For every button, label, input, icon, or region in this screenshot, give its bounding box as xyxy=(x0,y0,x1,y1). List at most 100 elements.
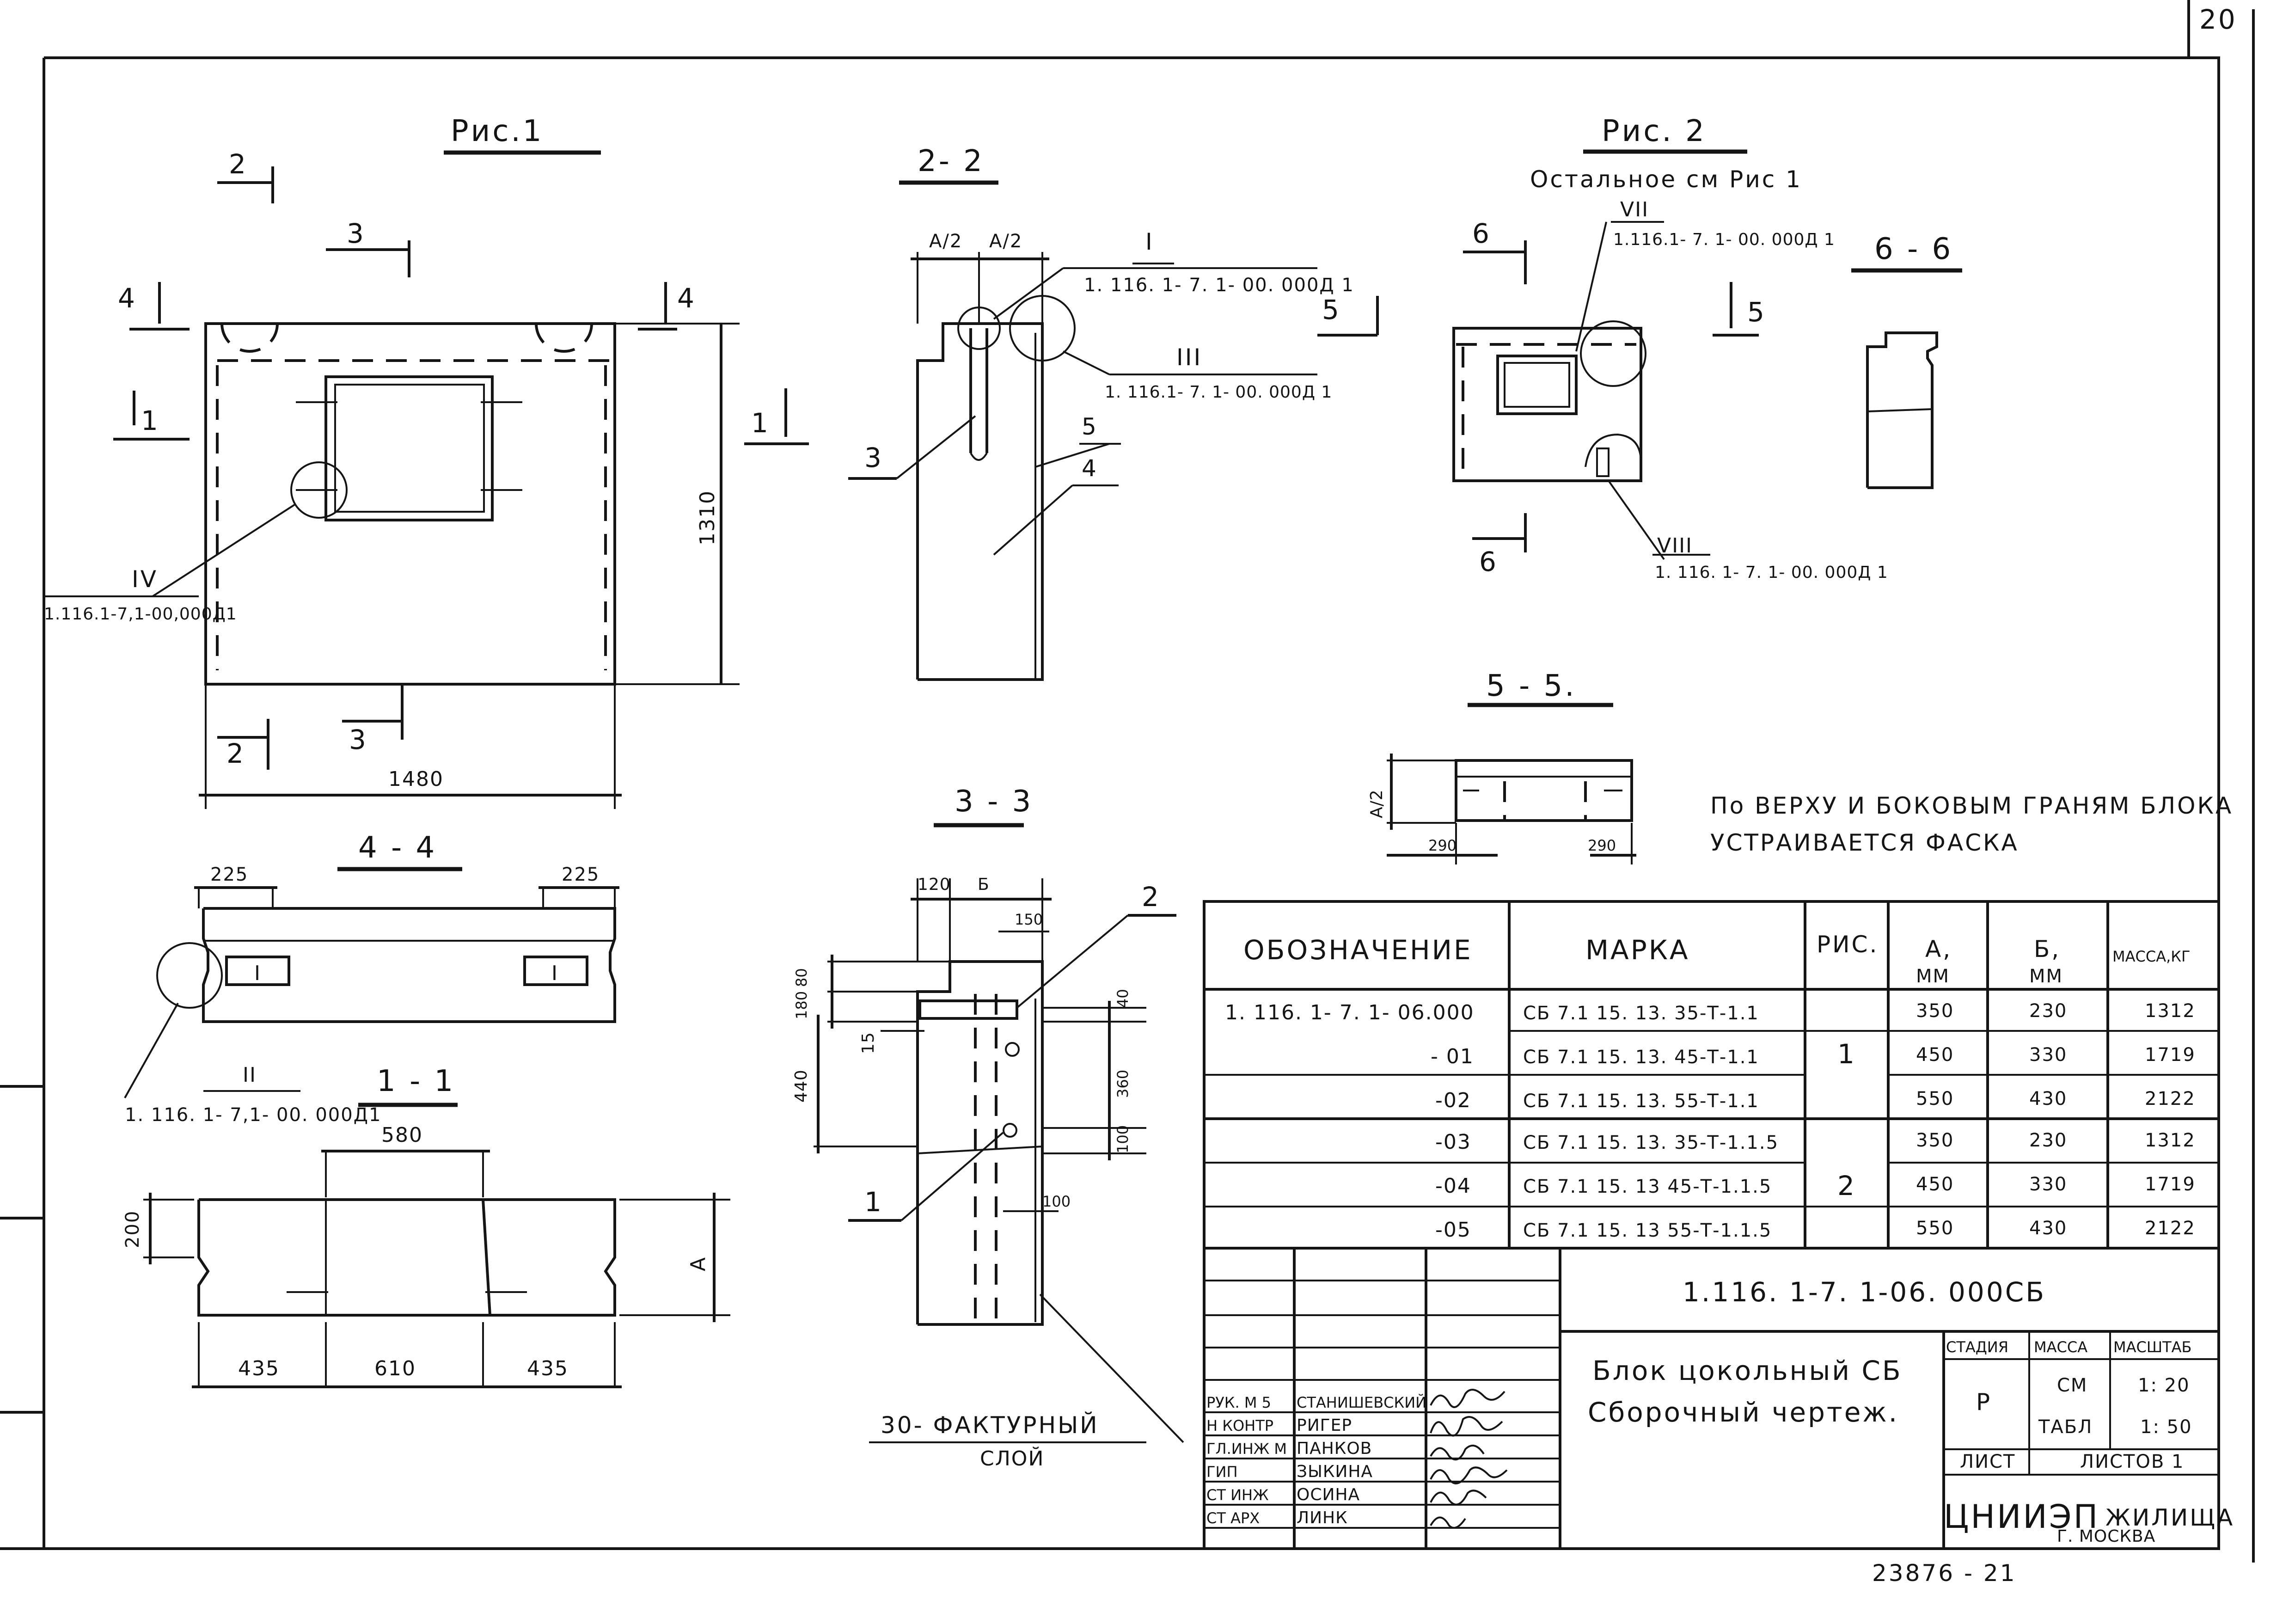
scale-header: МАСШТАБ xyxy=(2113,1338,2191,1356)
section-6-6-title: 6 - 6 xyxy=(1874,232,1953,266)
sig-name-3: ПАНКОВ xyxy=(1297,1439,1372,1458)
sig-role-1: РУК. М 5 xyxy=(1206,1394,1271,1411)
section-3-3-title: 3 - 3 xyxy=(955,784,1033,819)
row-1-mass: 1312 xyxy=(2145,1000,2196,1022)
s11-dim-435-left: 435 xyxy=(238,1357,280,1380)
s33-part-1: 1 xyxy=(864,1186,883,1218)
s11-dim-435-right: 435 xyxy=(527,1357,569,1380)
row-2-mass: 1719 xyxy=(2145,1044,2196,1066)
row-3-b: 430 xyxy=(2029,1088,2067,1109)
mass-value-2: ТАБЛ xyxy=(2038,1416,2093,1438)
stage-value: Р xyxy=(1976,1389,1992,1416)
node-vii-ref: 1.116.1- 7. 1- 00. 000Д 1 xyxy=(1613,230,1835,249)
s33-dim-100-a: 100 xyxy=(1114,1125,1132,1153)
s33-dim-360: 360 xyxy=(1114,1070,1132,1098)
cut-mark-6-bottom: 6 xyxy=(1479,546,1498,577)
node-iv-ref: 1.116.1-7,1-00,000Д1 xyxy=(44,605,237,624)
row-1-b: 230 xyxy=(2029,1000,2067,1022)
fig1-view: Рис.1 IV 1.116.1-7,1-00,000Д1 1310 1480 xyxy=(44,114,740,809)
row-4-a: 350 xyxy=(1916,1130,1954,1151)
sig-name-2: РИГЕР xyxy=(1297,1416,1352,1435)
col-header-designation: ОБОЗНАЧЕНИЕ xyxy=(1243,934,1473,966)
org-city: Г. МОСКВА xyxy=(2057,1527,2155,1546)
node-iii-ref: 1. 116.1- 7. 1- 00. 000Д 1 xyxy=(1105,383,1332,402)
row-3-mark: СБ 7.1 15. 13. 55-Т-1.1 xyxy=(1523,1091,1759,1112)
org-suffix: ЖИЛИЩА xyxy=(2105,1504,2234,1531)
node-vii-label: VII xyxy=(1620,198,1649,221)
section-3-3: 3 - 3 120 Б 150 80 180 440 15 xyxy=(792,784,1184,1471)
row-1-designation: 1. 116. 1- 7. 1- 06.000 xyxy=(1225,1001,1475,1024)
row-2-designation: - 01 xyxy=(1431,1045,1474,1068)
row-5-mass: 1719 xyxy=(2145,1174,2196,1195)
title-line-2: Сборочный чертеж. xyxy=(1588,1397,1899,1428)
section-4-4: 4 - 4 I I 225 225 II 1. 116. 1- 7,1- 00.… xyxy=(124,831,619,1126)
s33-dim-15: 15 xyxy=(859,1032,878,1054)
s33-dim-150: 150 xyxy=(1015,911,1043,928)
stage-header: СТАДИЯ xyxy=(1946,1338,2008,1356)
s11-dim-a: A xyxy=(686,1256,710,1271)
col-header-mark: МАРКА xyxy=(1585,934,1690,966)
s33-dim-b: Б xyxy=(978,875,990,894)
s33-dim-120: 120 xyxy=(918,875,951,894)
cut-mark-5-right: 5 xyxy=(1747,296,1766,328)
section-4-4-title: 4 - 4 xyxy=(358,831,437,865)
chamfer-note-line-2: УСТРАИВАЕТСЯ ФАСКА xyxy=(1710,829,2019,856)
face-layer-note: 30- ФАКТУРНЫЙ xyxy=(881,1411,1099,1439)
col-header-mass: МАССА,КГ xyxy=(2112,948,2190,965)
s33-dim-440: 440 xyxy=(792,1069,811,1103)
sig-name-1: СТАНИШЕВСКИЙ xyxy=(1297,1394,1426,1411)
col-header-b-unit: ММ xyxy=(2029,966,2063,987)
mass-value-1: СМ xyxy=(2057,1375,2087,1396)
row-3-a: 550 xyxy=(1916,1088,1954,1109)
bottom-number: 23876 - 21 xyxy=(1872,1560,2017,1587)
row-6-mark: СБ 7.1 15. 13 55-Т-1.1.5 xyxy=(1523,1220,1772,1241)
section-2-2: 2- 2 A/2 A/2 I 1. 116. 1- 7. 1- 00. 000Д… xyxy=(744,144,1379,681)
node-viii-ref: 1. 116. 1- 7. 1- 00. 000Д 1 xyxy=(1655,563,1888,582)
section-5-5: 5 - 5. A/2 290 290 xyxy=(1367,669,1636,864)
row-6-b: 430 xyxy=(2029,1218,2067,1239)
chamfer-note-line-1: По ВЕРХУ И БОКОВЫМ ГРАНЯМ БЛОКА xyxy=(1710,792,2233,819)
row-6-a: 550 xyxy=(1916,1218,1954,1239)
cut-mark-3-top: 3 xyxy=(347,218,366,249)
node-viii-label: VIII xyxy=(1657,534,1693,558)
s44-mark-right: I xyxy=(551,962,558,985)
fig-group-2: 2 xyxy=(1837,1170,1856,1201)
face-layer-note-2: СЛОЙ xyxy=(980,1446,1044,1471)
section-5-5-title: 5 - 5. xyxy=(1486,669,1577,703)
cut-mark-2-bottom: 2 xyxy=(226,738,245,769)
section-1-1: 1 - 1 580 200 A 435 610 435 xyxy=(122,1064,730,1388)
row-6-designation: -05 xyxy=(1435,1218,1471,1242)
fig1-height-dim: 1310 xyxy=(696,490,719,545)
sheet-label: ЛИСТ xyxy=(1960,1451,2015,1472)
s55-dim-a2: A/2 xyxy=(1367,789,1386,818)
cut-mark-6-top: 6 xyxy=(1472,218,1491,249)
cut-mark-5-left: 5 xyxy=(1322,294,1341,325)
node-i-ref: 1. 116. 1- 7. 1- 00. 000Д 1 xyxy=(1084,275,1354,296)
sig-role-2: Н КОНТР xyxy=(1206,1417,1273,1434)
row-1-a: 350 xyxy=(1916,1000,1954,1022)
node-iii-label: III xyxy=(1176,344,1202,371)
cut-mark-4-left: 4 xyxy=(118,282,137,314)
cut-mark-2-top: 2 xyxy=(229,148,248,180)
row-2-mark: СБ 7.1 15. 13. 45-Т-1.1 xyxy=(1523,1047,1759,1068)
s22-a2-right: A/2 xyxy=(989,231,1022,252)
s33-dim-40: 40 xyxy=(1114,989,1132,1008)
sig-name-4: ЗЫКИНА xyxy=(1297,1462,1373,1481)
row-5-a: 450 xyxy=(1916,1174,1954,1195)
row-4-mass: 1312 xyxy=(2145,1130,2196,1151)
cut-mark-3-bottom: 3 xyxy=(349,724,368,755)
sig-role-5: СТ ИНЖ xyxy=(1206,1486,1269,1504)
s55-dim-left: 290 xyxy=(1428,837,1457,854)
row-2-b: 330 xyxy=(2029,1044,2067,1066)
row-4-b: 230 xyxy=(2029,1130,2067,1151)
scale-value-1: 1: 20 xyxy=(2138,1375,2190,1396)
s44-dim-225-left: 225 xyxy=(210,864,248,885)
title-block: 1.116. 1-7. 1-06. 000СБ Блок цокольный С… xyxy=(1203,1247,2234,1550)
fig-group-1: 1 xyxy=(1837,1038,1856,1070)
row-2-a: 450 xyxy=(1916,1044,1954,1066)
row-1-mark: СБ 7.1 15. 13. 35-Т-1.1 xyxy=(1523,1003,1759,1024)
s22-part-3: 3 xyxy=(864,442,883,473)
row-5-designation: -04 xyxy=(1435,1174,1471,1198)
cut-mark-1-left: 1 xyxy=(141,405,160,436)
